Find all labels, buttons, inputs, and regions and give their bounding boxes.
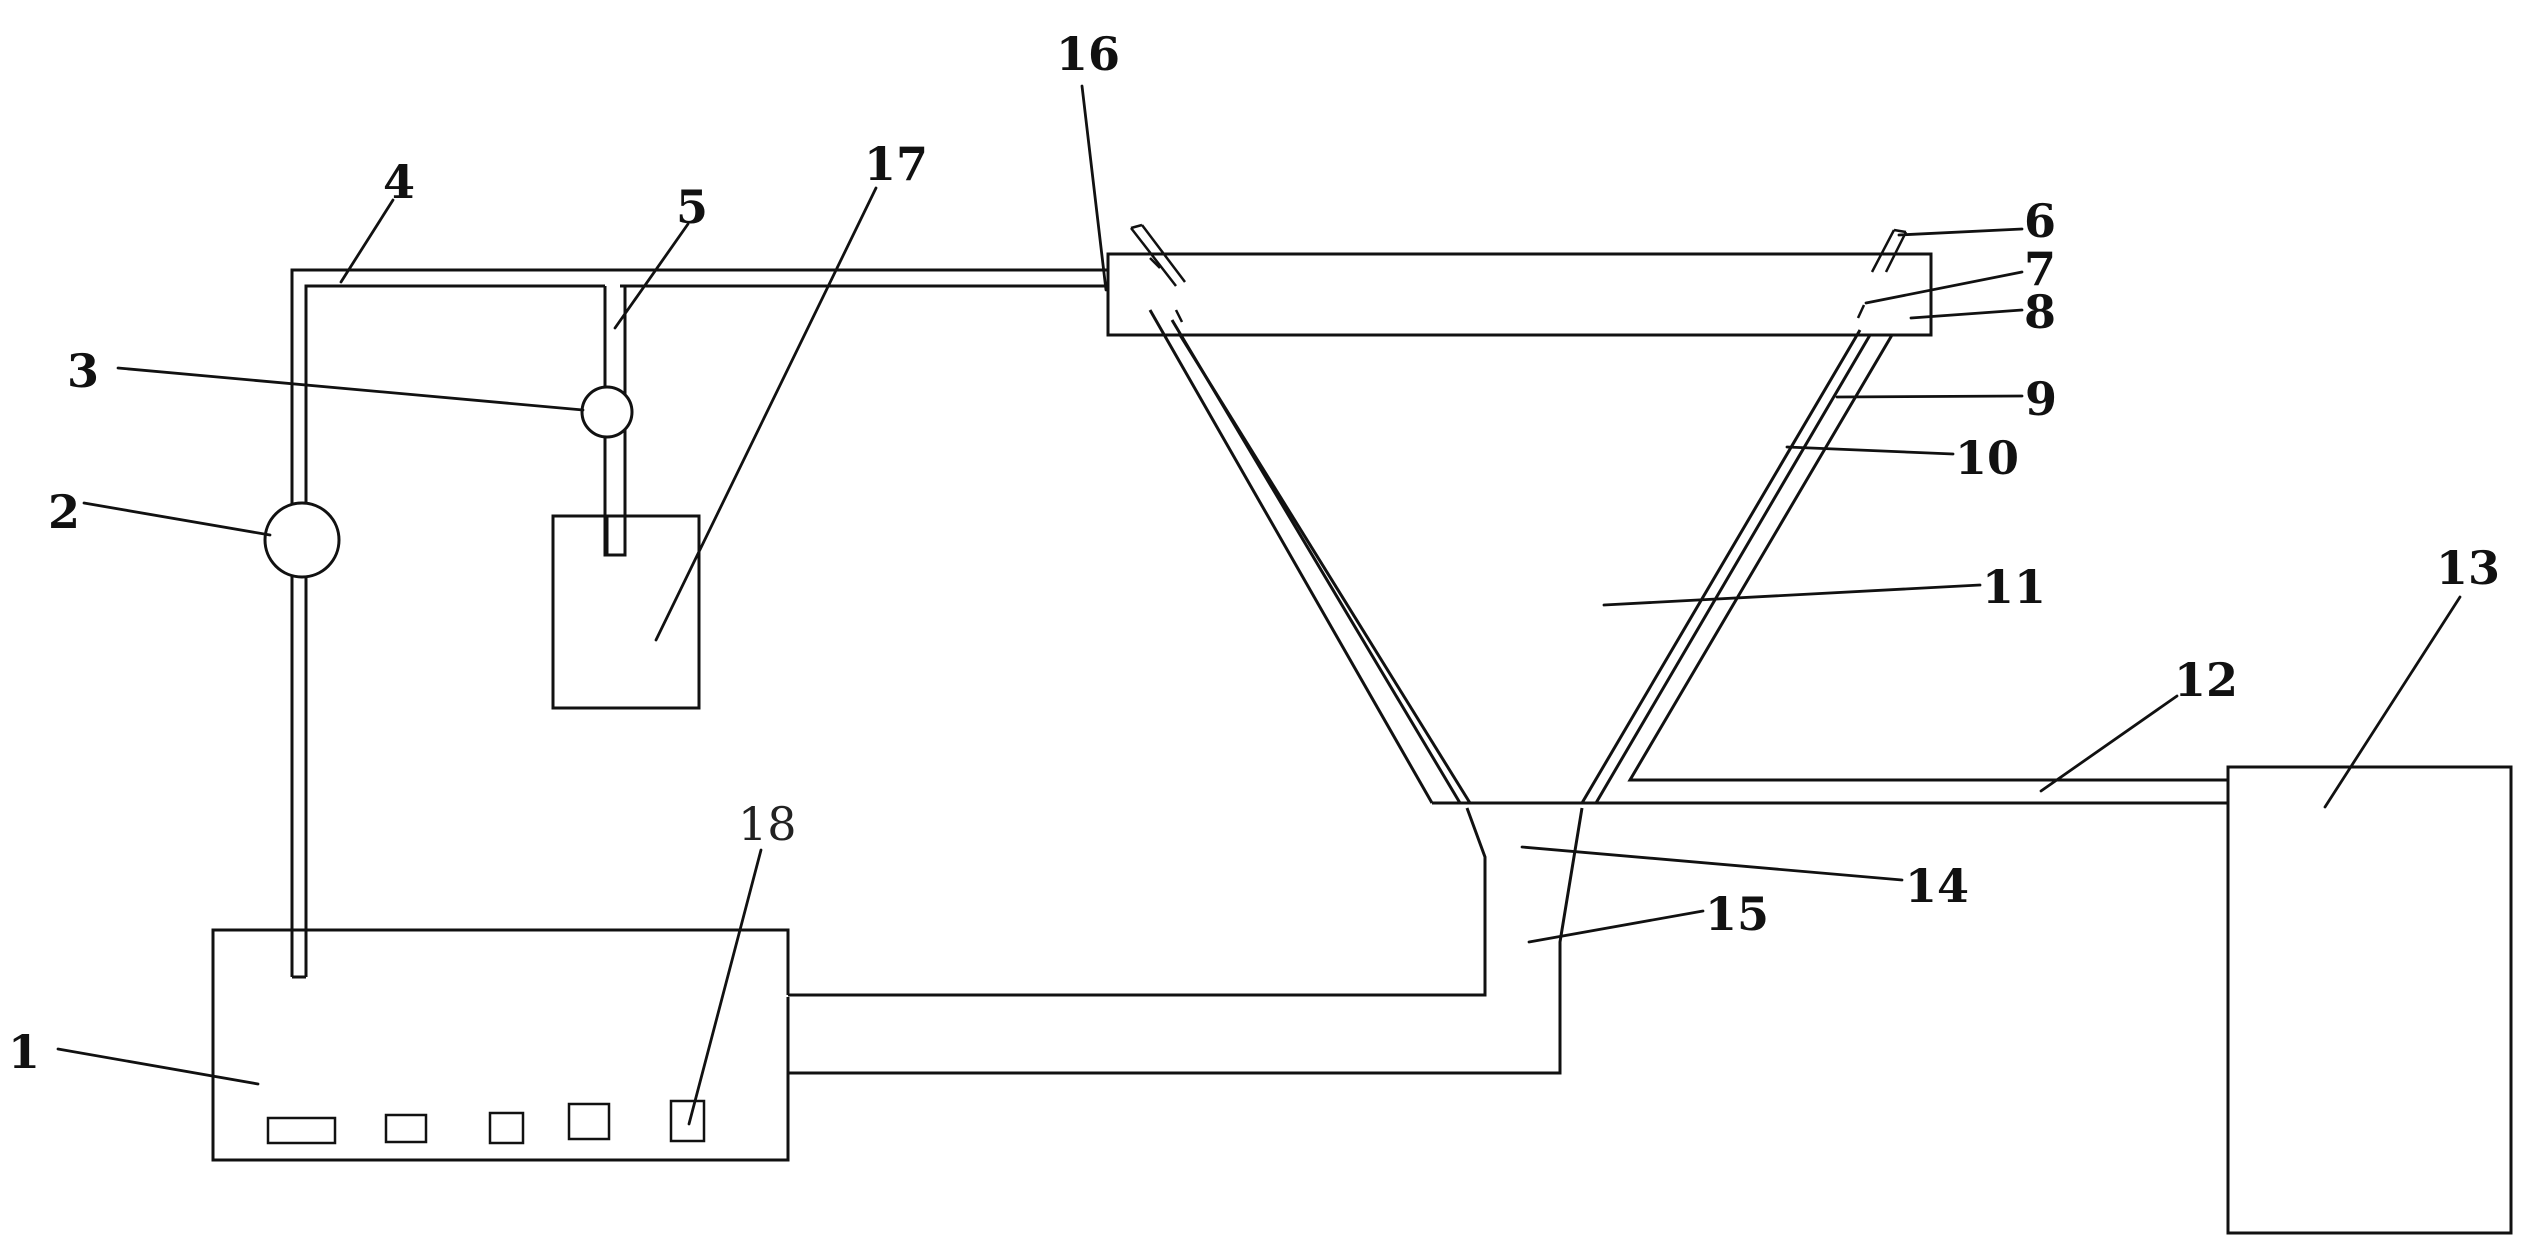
label-12: 12 [2174, 653, 2238, 707]
leader-11 [1602, 583, 1982, 607]
upper-duct [786, 807, 1487, 997]
leader-14 [1520, 845, 1904, 882]
label-7: 7 [2024, 242, 2056, 296]
label-2: 2 [48, 485, 80, 539]
leader-7 [1864, 270, 2024, 305]
valve-3 [580, 385, 634, 439]
leader-6 [1897, 227, 2024, 237]
element-18e [669, 1099, 706, 1143]
leader-16 [1080, 84, 1108, 292]
label-18: 18 [738, 797, 797, 851]
leader-17 [654, 186, 878, 642]
leader-18 [687, 848, 763, 1126]
label-11: 11 [1982, 560, 2046, 614]
nozzle-16-tip [1149, 257, 1184, 323]
funnel-left-wall-c [1178, 334, 1472, 804]
pipe-5-end [605, 516, 627, 557]
label-17: 17 [864, 137, 928, 191]
funnel-right-wall-b [1594, 334, 1872, 804]
label-13: 13 [2436, 541, 2500, 595]
leader-10 [1785, 445, 1955, 456]
leader-5 [613, 222, 690, 330]
label-14: 14 [1905, 859, 1969, 913]
label-1: 1 [8, 1025, 40, 1079]
leader-9 [1835, 394, 2024, 399]
tank-1-body [211, 928, 790, 1162]
label-6: 6 [2024, 194, 2056, 248]
leader-15 [1527, 909, 1705, 944]
funnel-left-wall-a [1148, 309, 1434, 804]
top-trough [1106, 252, 1933, 337]
tank-13 [2226, 765, 2513, 1235]
element-18d [567, 1102, 611, 1141]
nozzle-16 [1130, 223, 1186, 287]
label-5: 5 [676, 180, 708, 234]
funnel-right-wall-c [1627, 334, 2228, 782]
element-18a [266, 1116, 337, 1145]
leader-1 [56, 1047, 260, 1086]
leader-8 [1909, 308, 2024, 320]
element-18c [488, 1111, 525, 1145]
label-8: 8 [2024, 285, 2056, 339]
leader-12 [2039, 694, 2179, 793]
tank-1-outline [211, 928, 790, 1162]
leader-3 [116, 366, 585, 412]
pipe-4-inner [304, 284, 1108, 977]
leader-13 [2323, 595, 2462, 809]
label-4: 4 [383, 155, 415, 209]
element-18b [384, 1113, 428, 1144]
funnel-right-wall-a [1580, 329, 1862, 804]
label-3: 3 [67, 344, 99, 398]
label-16: 16 [1056, 27, 1120, 81]
nozzle-7 [1856, 304, 1866, 319]
leader-4 [339, 198, 395, 284]
lower-duct [788, 807, 1584, 1075]
leader-2 [82, 501, 272, 537]
label-10: 10 [1955, 431, 2019, 485]
pump-2 [263, 501, 341, 579]
nozzle-6 [1870, 228, 1908, 273]
label-15: 15 [1705, 887, 1769, 941]
label-9: 9 [2025, 372, 2057, 426]
